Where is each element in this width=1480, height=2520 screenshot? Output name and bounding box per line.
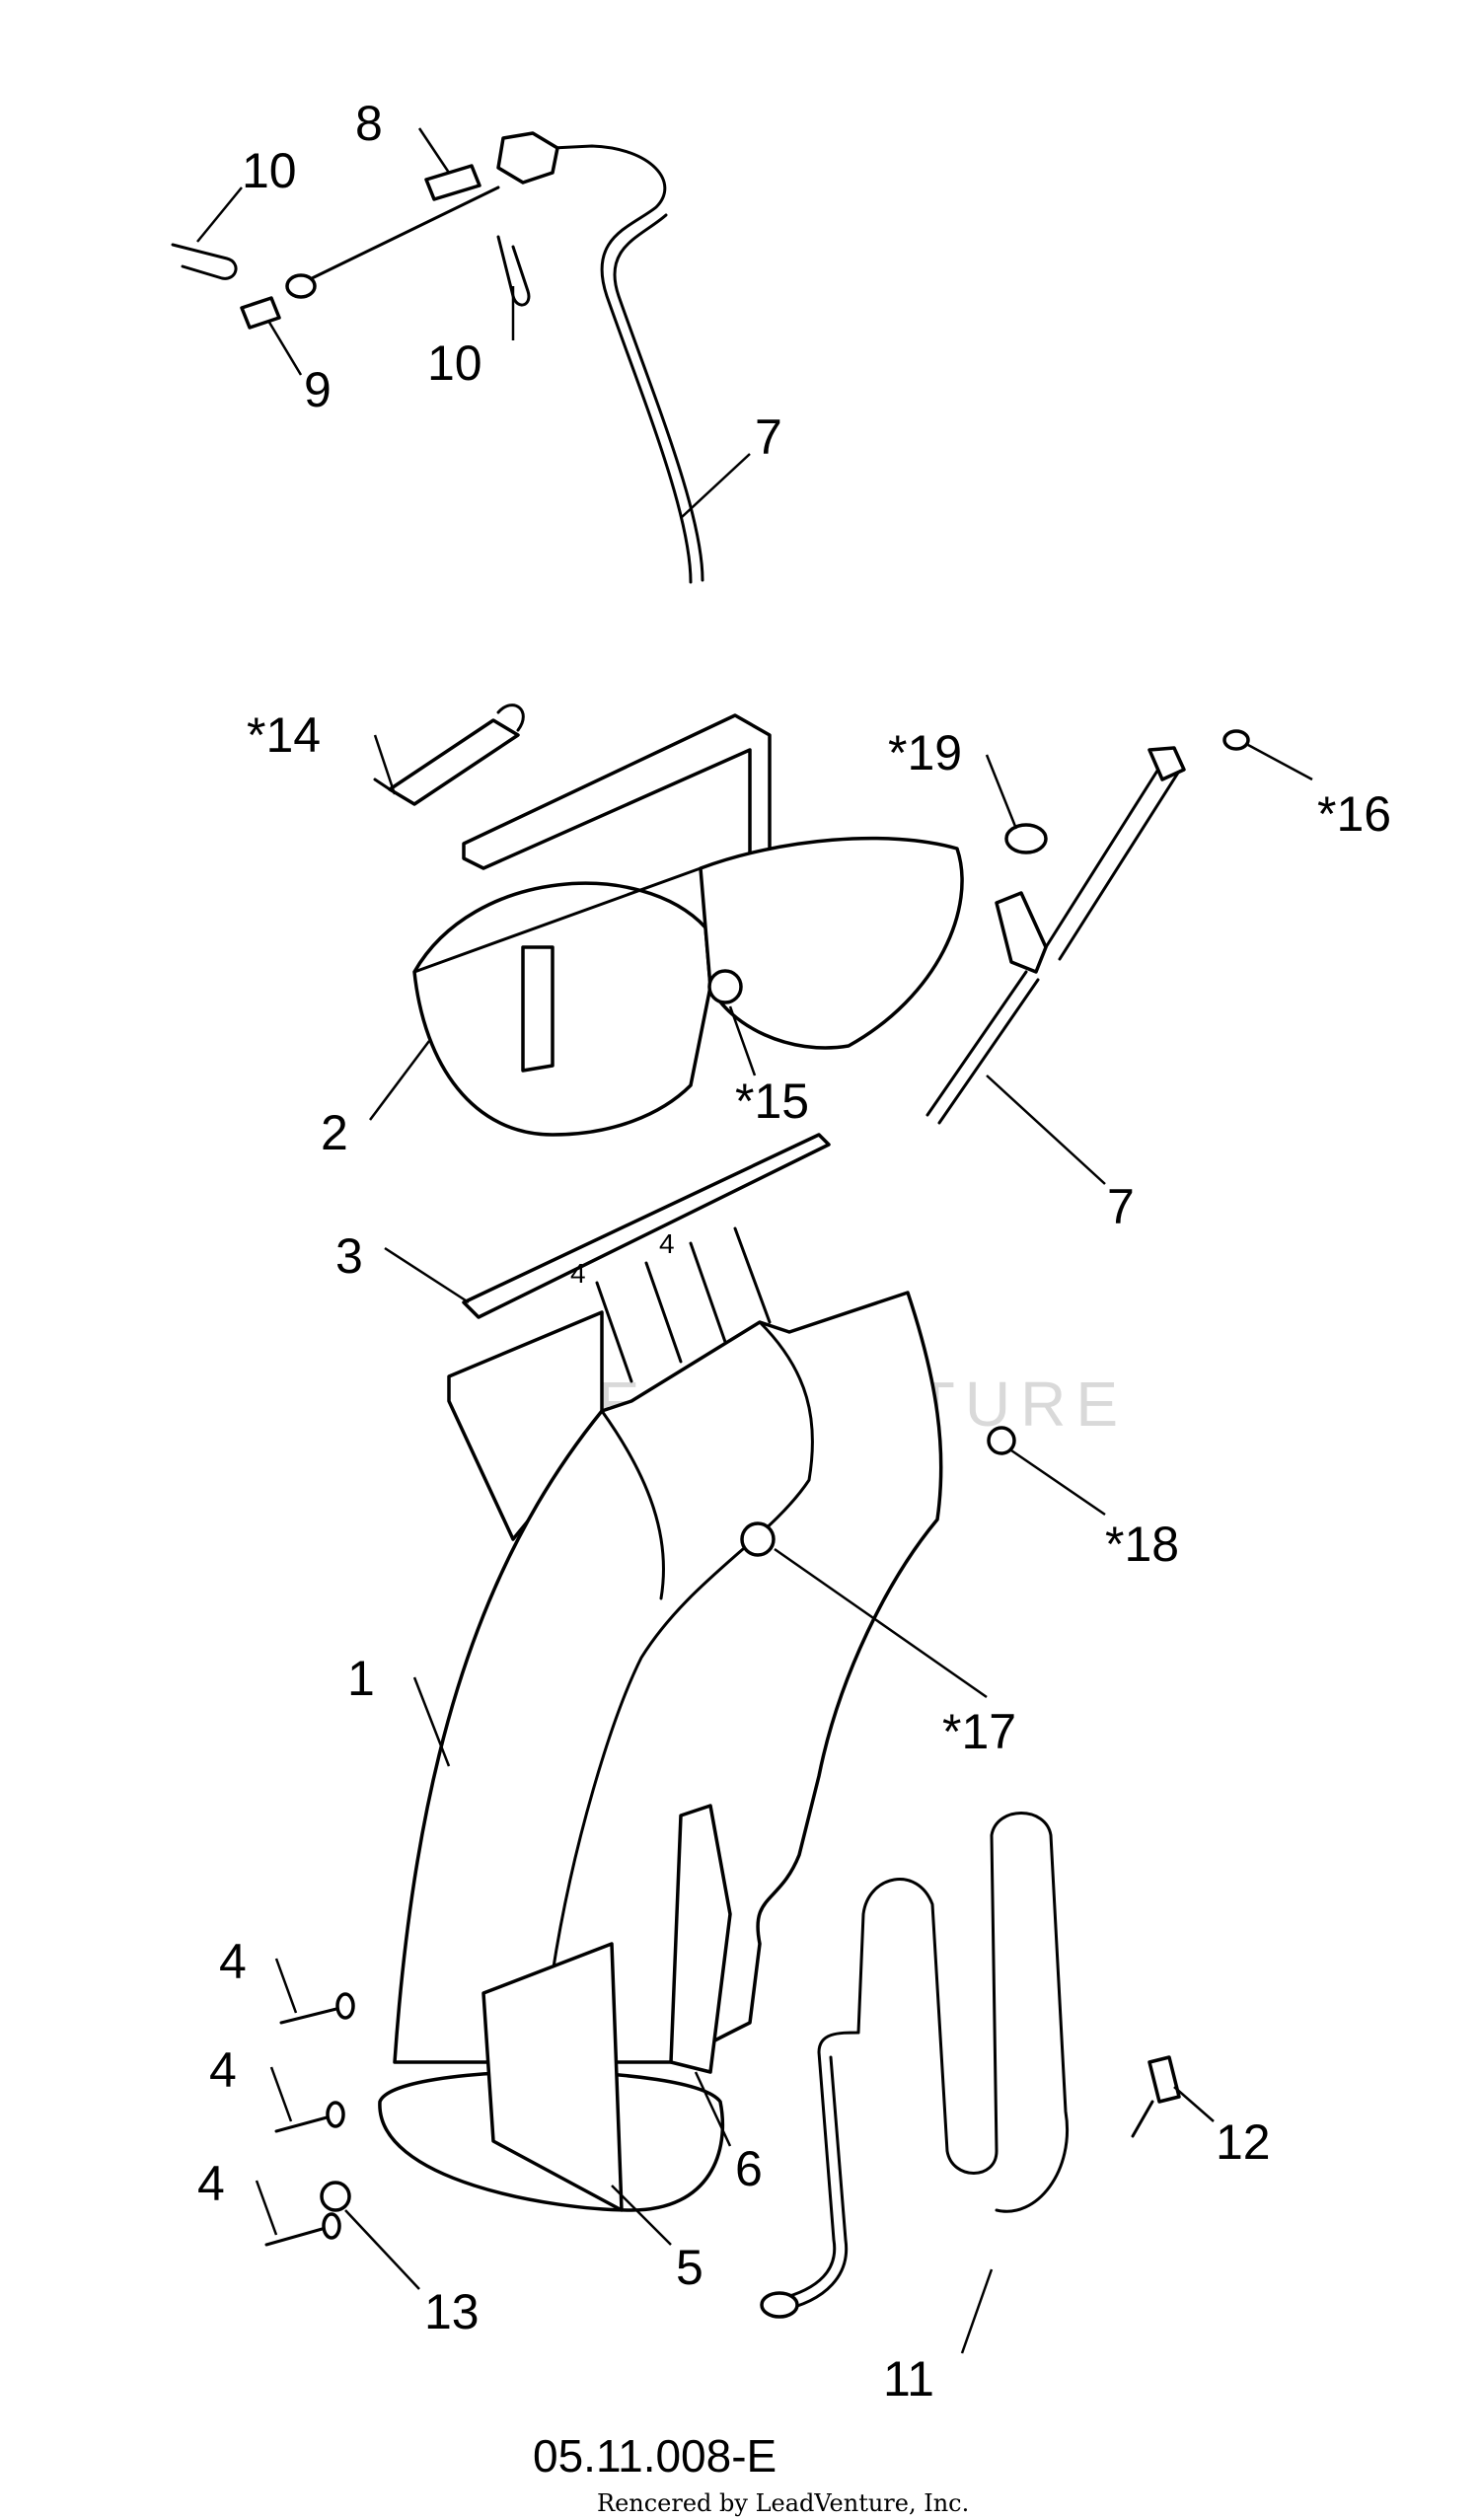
- callout-14: *14: [247, 707, 321, 763]
- callout-16: *16: [1317, 786, 1391, 842]
- callout-10-upper: 10: [242, 143, 297, 198]
- blade-3-part: [462, 1133, 831, 1319]
- callout-17: *17: [942, 1704, 1016, 1759]
- callout-4-top-left: 4: [570, 1258, 586, 1289]
- deflector-part-2: [412, 881, 712, 1137]
- callout-5: 5: [676, 2240, 703, 2295]
- callout-6: 6: [735, 2141, 763, 2196]
- side-plate-5: [481, 1942, 624, 2212]
- callout-2: 2: [321, 1105, 348, 1160]
- callout-4-upper: 4: [219, 1934, 247, 1989]
- rod-11-part: [777, 1812, 1069, 2301]
- hairpin-10-left: [171, 243, 238, 280]
- callouts: 10 8 9 10 7 *14 2 *15 *19 *16 7 3 4 4 *1…: [197, 96, 1391, 2407]
- callout-3: 3: [335, 1228, 363, 1284]
- rod-bracket: [995, 891, 1048, 974]
- callout-8: 8: [355, 96, 383, 151]
- nut-18: [987, 1426, 1016, 1455]
- cable-7-upper: [551, 144, 693, 584]
- callout-4-lower: 4: [197, 2156, 225, 2211]
- callout-15: *15: [735, 1074, 809, 1129]
- spring-12-part: [1147, 2055, 1181, 2104]
- spring-14: [373, 704, 525, 806]
- callout-19: *19: [888, 725, 962, 780]
- callout-7-upper: 7: [755, 409, 782, 465]
- chute-deflector-assembly: [412, 713, 964, 1137]
- nut-13-part: [320, 2181, 351, 2212]
- pin-9-part: [240, 296, 281, 330]
- callout-1: 1: [347, 1651, 375, 1706]
- cable-eyelet: [285, 273, 317, 299]
- leader-lines: [196, 127, 1313, 2354]
- washer-16-part: [1222, 729, 1250, 751]
- nut-19-part: [1004, 823, 1048, 854]
- pivot-15: [707, 969, 743, 1004]
- callout-9: 9: [304, 362, 332, 417]
- deflector-right-cheek: [699, 836, 964, 1050]
- callout-11: 11: [883, 2351, 934, 2407]
- bolt-17: [740, 1521, 776, 1557]
- callout-12: 12: [1216, 2114, 1271, 2170]
- callout-13: 13: [424, 2284, 480, 2339]
- callout-4-top-right: 4: [659, 1228, 675, 1259]
- discharge-chute-assembly: [378, 1291, 1016, 2212]
- render-credit: Rencered by LeadVenture, Inc.: [597, 2489, 969, 2517]
- control-rod-assembly: [925, 729, 1250, 1125]
- callout-10-lower: 10: [427, 335, 482, 391]
- cable-end-fitting: [496, 131, 559, 185]
- pin-8-part: [424, 164, 481, 201]
- callout-4-middle: 4: [209, 2042, 237, 2098]
- drawing-number: 05.11.008-E: [533, 2430, 777, 2482]
- blade-3-and-bolts: [462, 1133, 831, 1383]
- rivets-4: [264, 1992, 355, 2247]
- rod-11-assembly: [760, 1812, 1181, 2319]
- callout-18: *18: [1105, 1517, 1179, 1572]
- callout-7-lower: 7: [1107, 1179, 1135, 1234]
- strap-6: [669, 1804, 732, 2074]
